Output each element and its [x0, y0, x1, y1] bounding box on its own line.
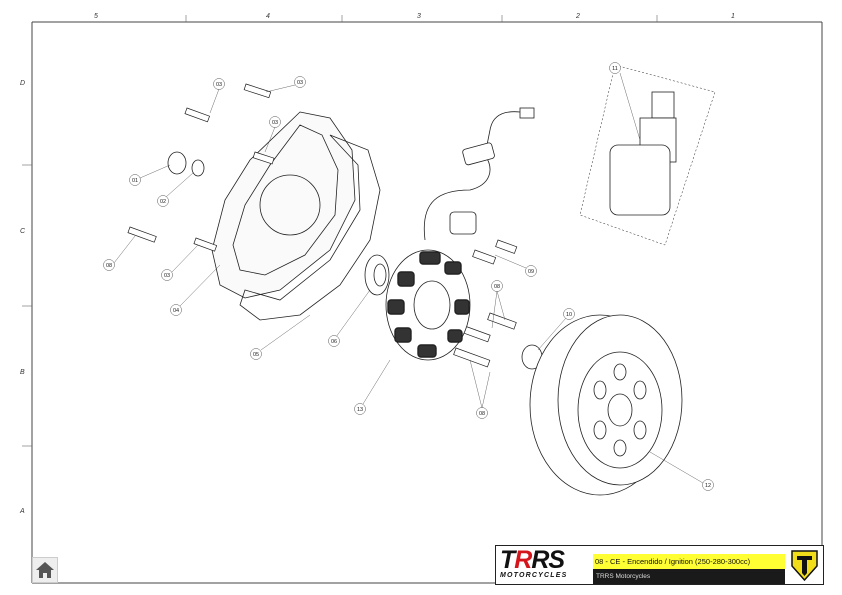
- callout-03: 03: [294, 76, 306, 88]
- svg-text:08: 08: [106, 263, 112, 269]
- bolt: [127, 83, 518, 368]
- trrs-logo: TRRS MOTORCYCLES: [496, 546, 593, 584]
- callout-10: 10: [563, 308, 575, 320]
- svg-text:13: 13: [357, 407, 363, 413]
- svg-text:03: 03: [164, 273, 170, 279]
- plug: [167, 151, 187, 175]
- svg-text:10: 10: [566, 312, 572, 318]
- svg-text:05: 05: [253, 352, 259, 358]
- o-ring: [191, 159, 205, 177]
- svg-text:09: 09: [528, 269, 534, 275]
- column-label: 1: [731, 13, 735, 20]
- ignition-cover: [211, 111, 356, 299]
- callout-03: 03: [161, 269, 173, 281]
- callout-11: 11: [609, 62, 621, 74]
- svg-text:03: 03: [272, 120, 278, 126]
- callout-08: 08: [476, 407, 488, 419]
- cover-gasket: [239, 134, 381, 321]
- drawing-title: 08 - CE - Encendido / Ignition (250-280-…: [593, 554, 785, 569]
- svg-text:03: 03: [216, 82, 222, 88]
- column-label: 4: [266, 13, 270, 20]
- svg-text:06: 06: [331, 339, 337, 345]
- row-label: C: [20, 228, 26, 235]
- svg-text:01: 01: [132, 178, 138, 184]
- home-button[interactable]: [32, 557, 58, 583]
- row-label: A: [20, 508, 25, 515]
- drawing-subtitle: TRRS Motorcycles: [593, 569, 785, 584]
- stator: [385, 249, 471, 361]
- brand-shield-icon: [786, 546, 823, 584]
- home-icon: [36, 562, 54, 578]
- title-block: TRRS MOTORCYCLES 08 - CE - Encendido / I…: [495, 545, 824, 585]
- svg-text:08: 08: [479, 411, 485, 417]
- svg-text:03: 03: [297, 80, 303, 86]
- flywheel: [529, 314, 683, 496]
- logo-text: TRRS: [500, 546, 565, 574]
- callout-03: 03: [269, 116, 281, 128]
- svg-text:12: 12: [705, 483, 711, 489]
- callout-03: 03: [213, 78, 225, 90]
- svg-text:02: 02: [160, 199, 166, 205]
- callout-05: 05: [250, 348, 262, 360]
- callout-04: 04: [170, 304, 182, 316]
- svg-text:11: 11: [612, 66, 618, 72]
- bearing: [364, 254, 390, 296]
- row-label: D: [20, 80, 26, 87]
- flywheel-puller: [579, 64, 716, 246]
- wire-harness: [423, 111, 521, 241]
- callout-08: 08: [103, 259, 115, 271]
- callout-09: 09: [525, 265, 537, 277]
- row-label: B: [20, 369, 25, 376]
- callout-12: 12: [702, 479, 714, 491]
- svg-text:04: 04: [173, 308, 179, 314]
- column-label: 5: [94, 13, 98, 20]
- column-label: 2: [576, 13, 580, 20]
- callout-01: 01: [129, 174, 141, 186]
- callout-08: 08: [491, 280, 503, 292]
- column-label: 3: [417, 13, 421, 20]
- pickup-coil: [449, 211, 477, 235]
- callouts: 03 03 03 01 02 08 03 04 05 06 13 09 08 0…: [103, 62, 714, 491]
- svg-text:08: 08: [494, 284, 500, 290]
- callout-06: 06: [328, 335, 340, 347]
- connector: [462, 142, 495, 166]
- callout-13: 13: [354, 403, 366, 415]
- plug-connector: [519, 107, 535, 119]
- callout-02: 02: [157, 195, 169, 207]
- logo-subtext: MOTORCYCLES: [500, 572, 568, 579]
